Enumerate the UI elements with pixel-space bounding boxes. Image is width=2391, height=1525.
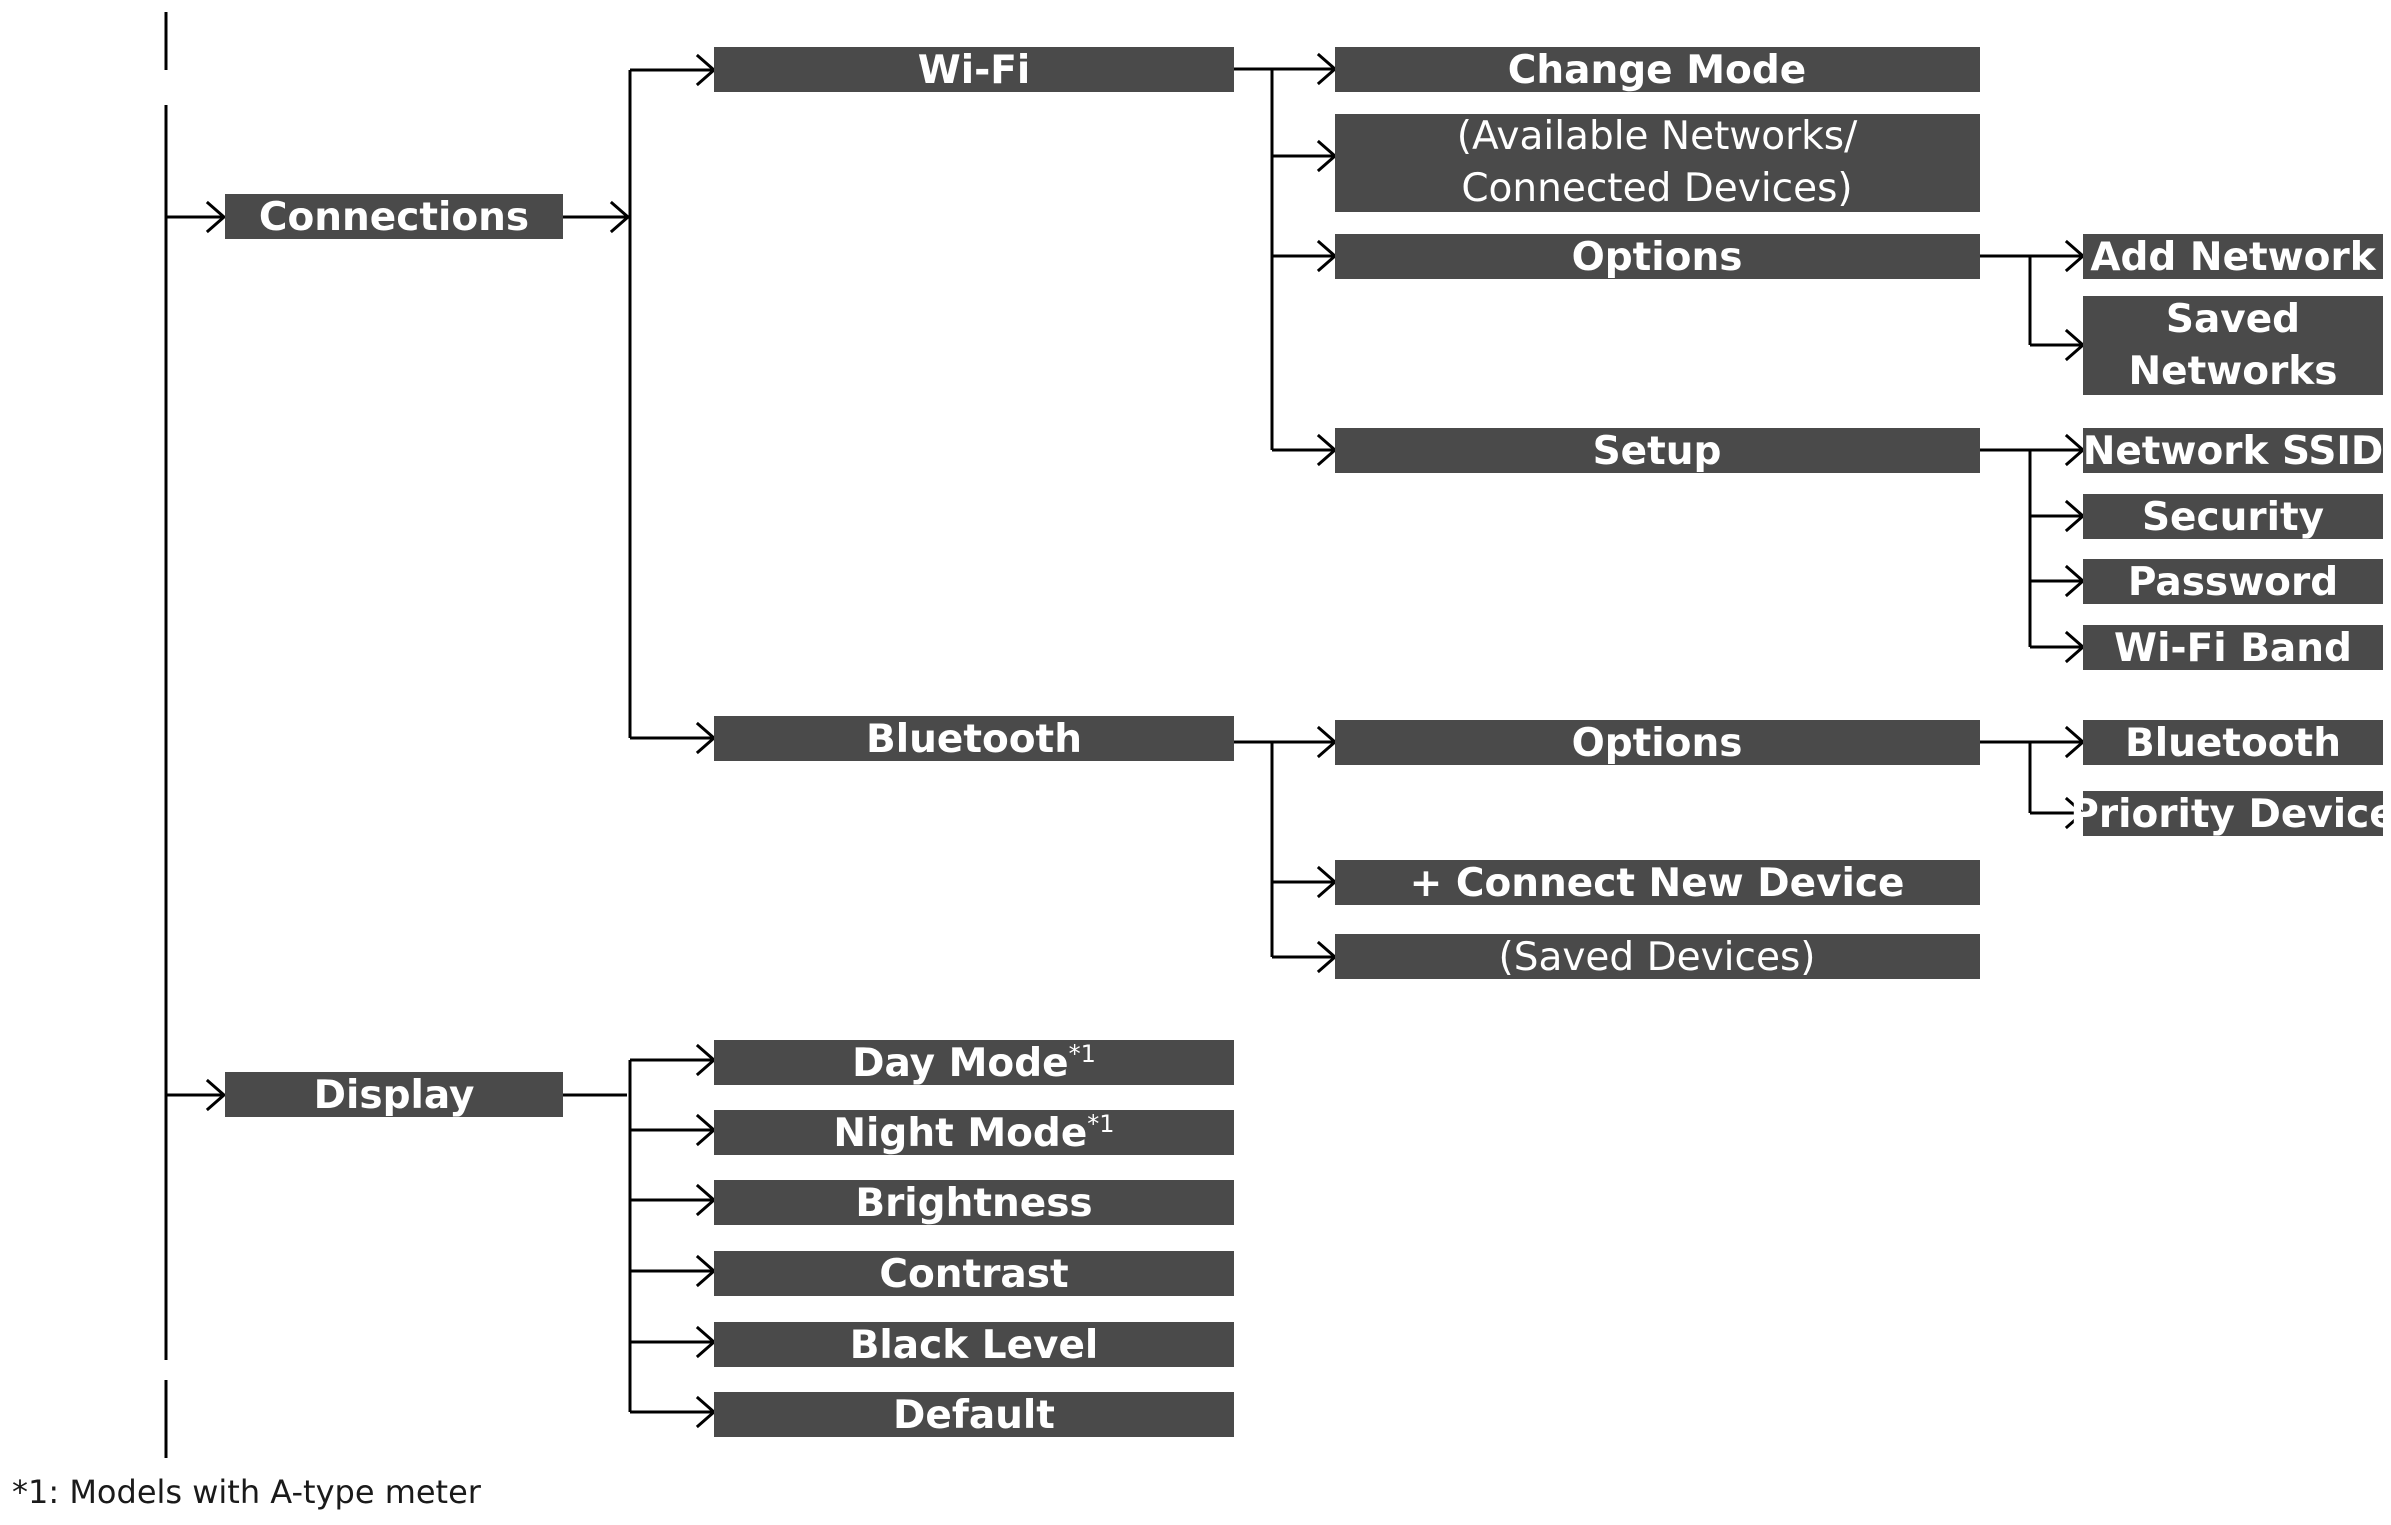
menu-node-black-level[interactable]: Black Level xyxy=(714,1322,1234,1368)
menu-node-bt-options[interactable]: Options xyxy=(1335,720,1980,766)
footnote-text: *1: Models with A-type meter xyxy=(12,1473,482,1511)
menu-node-bluetooth[interactable]: Bluetooth xyxy=(714,716,1234,762)
menu-node-connections[interactable]: Connections xyxy=(225,194,563,240)
footnote-marker: *1 xyxy=(1069,1040,1096,1068)
day-mode-text: Day Mode xyxy=(852,1041,1068,1086)
menu-node-display[interactable]: Display xyxy=(225,1072,563,1118)
menu-node-setup[interactable]: Setup xyxy=(1335,428,1980,474)
menu-node-default[interactable]: Default xyxy=(714,1392,1234,1438)
node-label: Day Mode*1 xyxy=(852,1040,1096,1086)
night-mode-text: Night Mode xyxy=(833,1111,1087,1156)
node-label-line-1: Saved xyxy=(2166,297,2300,342)
node-label: Display xyxy=(314,1073,475,1118)
node-label: Options xyxy=(1572,721,1743,766)
menu-node-wifi-band[interactable]: Wi-Fi Band xyxy=(2083,625,2383,671)
node-label: Wi-Fi xyxy=(918,48,1031,93)
node-label: Change Mode xyxy=(1508,48,1806,93)
menu-node-contrast[interactable]: Contrast xyxy=(714,1251,1234,1297)
node-label: Password xyxy=(2128,560,2338,605)
menu-node-connect-new-device[interactable]: + Connect New Device xyxy=(1335,860,1980,906)
menu-node-night-mode[interactable]: Night Mode*1 xyxy=(714,1110,1234,1156)
menu-node-saved-devices[interactable]: (Saved Devices) xyxy=(1335,934,1980,980)
node-label: Bluetooth xyxy=(866,717,1082,762)
node-label: Security xyxy=(2142,495,2324,540)
menu-node-add-network[interactable]: Add Network xyxy=(2083,234,2383,280)
node-label: Wi-Fi Band xyxy=(2114,626,2352,671)
menu-node-priority-device[interactable]: Priority Device xyxy=(2070,791,2391,837)
menu-node-brightness[interactable]: Brightness xyxy=(714,1180,1234,1226)
node-label: Connections xyxy=(259,195,529,240)
menu-node-saved-networks[interactable]: Saved Networks xyxy=(2083,296,2383,395)
node-label: + Connect New Device xyxy=(1410,861,1905,906)
node-label: Default xyxy=(893,1393,1055,1438)
connector-lines xyxy=(164,12,2081,1458)
node-label: Contrast xyxy=(879,1252,1068,1297)
node-label: Black Level xyxy=(850,1323,1099,1368)
menu-node-password[interactable]: Password xyxy=(2083,559,2383,605)
menu-node-bt-bluetooth[interactable]: Bluetooth xyxy=(2083,720,2383,766)
node-label: Options xyxy=(1572,235,1743,280)
node-label: Network SSID xyxy=(2083,429,2384,474)
menu-node-wifi-options[interactable]: Options xyxy=(1335,234,1980,280)
node-label: (Saved Devices) xyxy=(1498,935,1815,980)
menu-node-available-networks[interactable]: (Available Networks/ Connected Devices) xyxy=(1335,114,1980,212)
node-label: Add Network xyxy=(2090,235,2376,280)
node-label: Setup xyxy=(1593,429,1722,474)
node-label: Brightness xyxy=(855,1181,1092,1226)
menu-node-change-mode[interactable]: Change Mode xyxy=(1335,47,1980,93)
node-label-line-2: Networks xyxy=(2129,349,2338,394)
menu-node-security[interactable]: Security xyxy=(2083,494,2383,540)
menu-node-wifi[interactable]: Wi-Fi xyxy=(714,47,1234,93)
node-label: Bluetooth xyxy=(2125,721,2341,766)
node-label: Night Mode*1 xyxy=(833,1110,1114,1156)
menu-node-network-ssid[interactable]: Network SSID xyxy=(2083,428,2384,474)
footnote-marker: *1 xyxy=(1087,1110,1114,1138)
node-label-line-1: (Available Networks/ xyxy=(1457,114,1858,159)
node-label-line-2: Connected Devices) xyxy=(1461,166,1852,211)
menu-node-day-mode[interactable]: Day Mode*1 xyxy=(714,1040,1234,1086)
node-label: Priority Device xyxy=(2070,792,2391,837)
